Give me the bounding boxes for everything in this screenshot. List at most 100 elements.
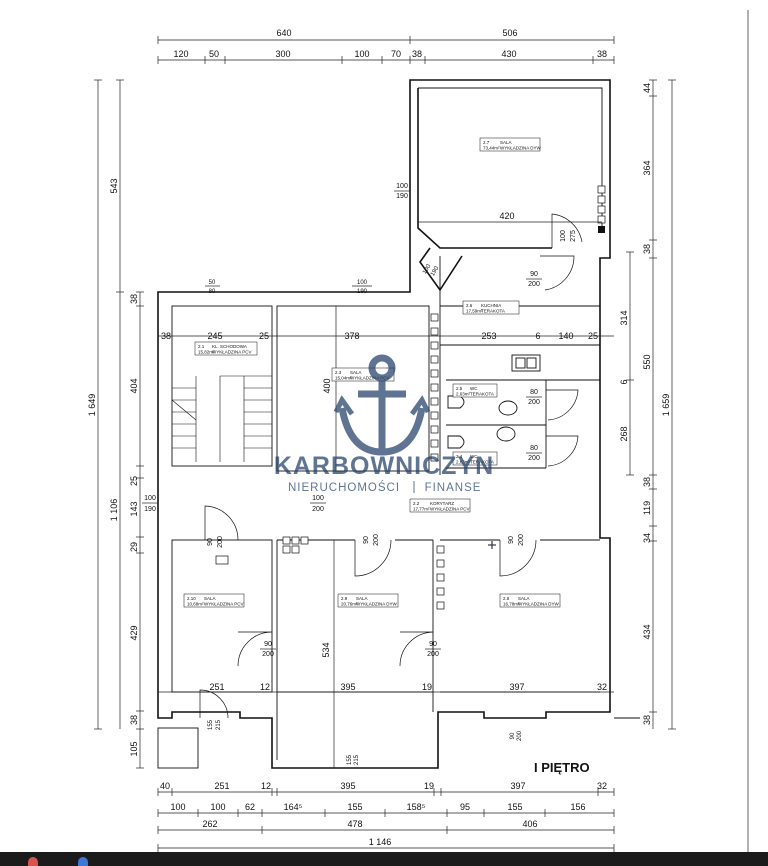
svg-text:200: 200 [312,506,324,513]
dim-bottom3: 478 [347,819,362,829]
svg-text:2.8: 2.8 [503,596,510,601]
taskbar-app-icon[interactable] [28,857,38,866]
interior-dim: 534 [321,642,331,657]
dim-top-total-left: 640 [276,28,291,38]
taskbar-app-icon[interactable] [78,857,88,866]
svg-text:100: 100 [312,495,324,502]
interior-dim: 19 [422,682,432,692]
svg-text:WYKŁADZINA PCV: WYKŁADZINA PCV [204,602,244,607]
svg-text:TERAKOTA: TERAKOTA [470,460,494,465]
dim-bottom1: 251 [214,781,229,791]
dim-bottom2: 155 [347,802,362,812]
dim-top-total-right: 506 [502,28,517,38]
svg-text:2.3: 2.3 [335,370,342,375]
svg-text:SALA: SALA [350,370,362,375]
dim-bottom2: 100 [210,802,225,812]
interior-dim: 253 [481,331,496,341]
svg-text:200: 200 [517,730,523,741]
svg-text:190: 190 [396,193,408,200]
svg-text:200: 200 [528,455,540,462]
dim-right-mid: 268 [619,426,629,441]
dim-left-inner: 143 [129,501,139,516]
dim-left-inner: 38 [129,715,139,725]
dim-bottom2: 158⁵ [407,802,426,812]
svg-text:2.4: 2.4 [456,454,463,459]
dim-right-mid: 6 [619,379,629,384]
interior-dim: 395 [340,682,355,692]
staircase [171,375,272,462]
dim-left-outer: 1 649 [87,394,97,417]
svg-text:SALA: SALA [518,596,530,601]
svg-text:73,44m²: 73,44m² [483,146,500,151]
watermark-name: KARBOWNICZYN [274,452,494,480]
svg-text:200: 200 [528,399,540,406]
interior-dim: 251 [209,682,224,692]
right-dimensions: 44 364 38 1 659 550 314 6 268 38 119 34 … [619,79,676,730]
dim-right-lower: 119 [642,501,652,515]
top-dimensions: 640 506 120 50 300 100 70 38 430 38 [157,28,615,64]
svg-text:KL. SCHODOWA: KL. SCHODOWA [212,344,247,349]
dim-top: 70 [391,49,401,59]
svg-text:15,82m²: 15,82m² [198,350,215,355]
svg-text:2,63m²: 2,63m² [456,460,471,465]
svg-text:90: 90 [530,271,538,278]
svg-text:16,78m²: 16,78m² [503,602,520,607]
dim-left-upper: 543 [109,178,119,193]
svg-text:190: 190 [357,289,368,295]
dim-bottom2: 62 [245,802,255,812]
svg-text:90: 90 [207,538,214,546]
interior-dim: 397 [509,682,524,692]
svg-text:200: 200 [373,534,380,546]
dim-right-top: 364 [642,160,652,175]
dim-top: 300 [275,49,290,59]
svg-text:155: 155 [347,754,353,765]
left-dimensions: 1 649 543 1 106 38 404 25 143 29 429 38 … [87,79,144,769]
svg-text:WYKŁADZINA PCV: WYKŁADZINA PCV [430,507,470,512]
dim-left-inner: 429 [129,625,139,640]
svg-text:WYKŁADZINA PCV: WYKŁADZINA PCV [350,376,390,381]
svg-text:17,59m²: 17,59m² [466,309,483,314]
svg-text:WYKŁADZINA DYW: WYKŁADZINA DYW [500,146,542,151]
dim-left-lower: 1 106 [109,499,119,522]
svg-text:190: 190 [430,265,441,277]
dim-top: 430 [501,49,516,59]
svg-text:WYKŁADZINA DYW: WYKŁADZINA DYW [356,602,398,607]
bottom-dimensions: 40 251 12 395 19 397 32 100 100 62 164⁵ … [157,781,615,852]
dim-bottom2: 164⁵ [284,802,303,812]
dim-left-inner: 38 [129,294,139,304]
svg-text:200: 200 [518,534,525,546]
dim-bottom3: 262 [202,819,217,829]
watermark-tagline-right: FINANSE [425,482,482,494]
interior-dim: 400 [322,378,332,393]
svg-text:50: 50 [209,280,216,286]
dim-right-lower: 34 [642,533,652,543]
dim-top: 50 [209,49,219,59]
svg-text:200: 200 [262,651,274,658]
svg-text:90: 90 [510,732,516,739]
svg-text:TERAKOTA: TERAKOTA [481,309,505,314]
svg-text:200: 200 [427,651,439,658]
dim-bottom-total: 1 146 [369,837,392,847]
svg-text:275: 275 [570,230,577,242]
svg-text:100: 100 [396,183,408,190]
dim-bottom2: 100 [170,802,185,812]
svg-text:2.7: 2.7 [483,140,490,145]
ventilation-shafts [215,185,606,610]
floor-title: I PIĘTRO [534,760,590,775]
dim-right-middle: 550 [642,354,652,369]
doors [199,213,583,719]
interior-dim: 6 [535,331,540,341]
